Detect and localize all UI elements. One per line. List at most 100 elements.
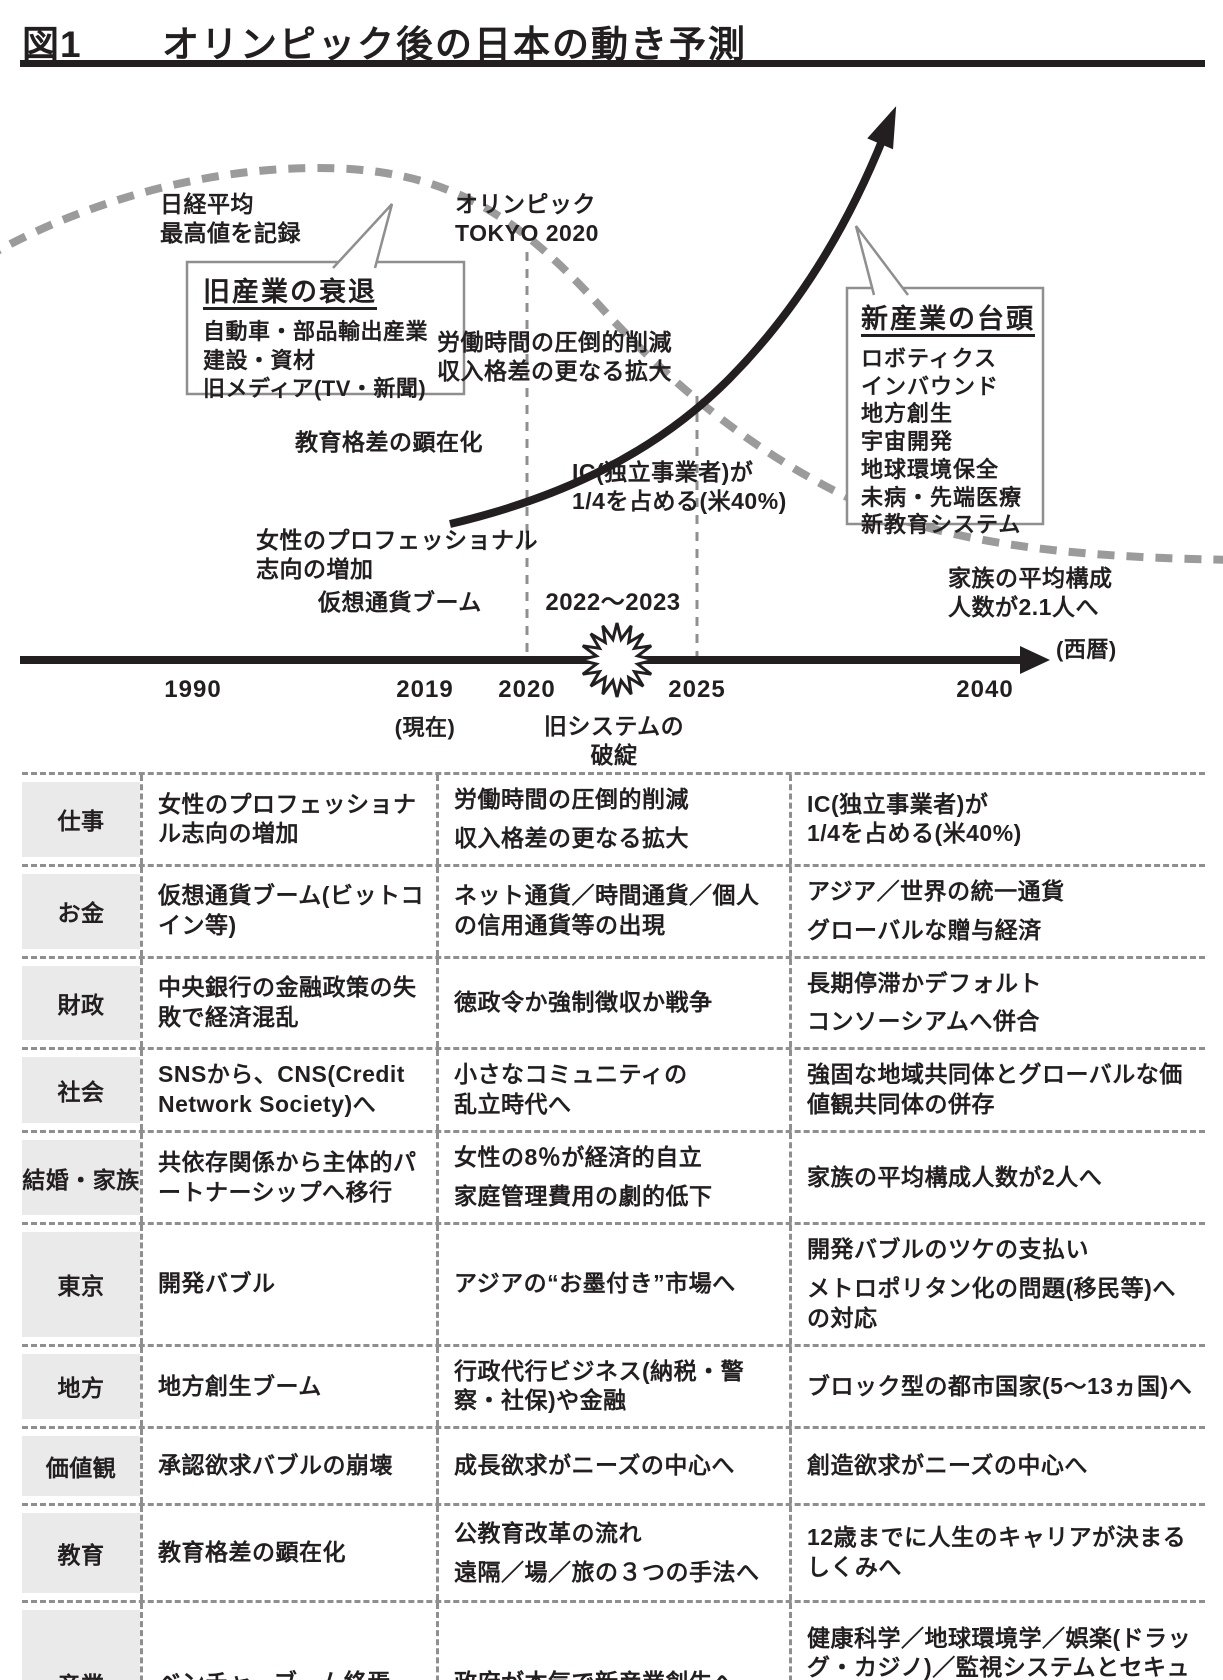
table-cell: アジアの“お墨付き”市場へ — [436, 1224, 789, 1344]
table-cell: 女性のプロフェッショナル志向の増加 — [140, 775, 436, 864]
old-industry-callout-title: 旧産業の衰退 — [203, 277, 377, 307]
cell-item: 女性のプロフェッショナル志向の増加 — [158, 790, 417, 847]
row-label: 産業 — [22, 1610, 140, 1680]
table-cell: 12歳までに人生のキャリアが決まるしくみへ — [789, 1506, 1205, 1601]
box-item: 旧メディア(TV・新聞) — [203, 376, 427, 402]
table-cell: ブロック型の都市国家(5〜13ヵ国)へ — [789, 1346, 1205, 1427]
row-label: 社会 — [22, 1057, 140, 1124]
annotation-crash-period: 2022〜2023 — [545, 589, 681, 616]
cell-item: ブロック型の都市国家(5〜13ヵ国)へ — [807, 1372, 1193, 1399]
cell-item: 地方創生ブーム — [158, 1372, 322, 1399]
annotation-education-gap: 教育格差の顕在化 — [295, 429, 483, 455]
new-industry-callout: 新産業の台頭 ロボティクスインバウンド地方創生宇宙開発地球環境保全未病・先端医療… — [861, 297, 1036, 539]
axis-year-label: 2019 — [396, 676, 454, 703]
box-item: 地球環境保全 — [861, 456, 1000, 482]
row-label: 地方 — [22, 1353, 140, 1420]
table-cell: 開発バブル — [140, 1224, 436, 1344]
old-industry-declining-curve — [0, 163, 1223, 564]
cell-item: 仮想通貨ブーム(ビットコイン等) — [158, 882, 424, 939]
cell-item: 成長欲求がニーズの中心へ — [454, 1452, 735, 1479]
table-row: 産業ベンチャーブーム終焉政府が本気で新産業創生へ健康科学／地球環境学／娯楽(ドラ… — [22, 1600, 1205, 1680]
row-label: 教育 — [22, 1513, 140, 1594]
annotation-now: (現在) — [394, 715, 456, 740]
table-row: 結婚・家族共依存関係から主体的パートナーシップへ移行女性の8％が経済的自立家庭管… — [22, 1130, 1205, 1222]
annotation-old-system-crash: 旧システムの 破綻 — [543, 713, 685, 768]
table-cell: 開発バブルのツケの支払いメトロポリタン化の問題(移民等)への対応 — [789, 1224, 1205, 1344]
new-industry-callout-tail — [854, 225, 909, 296]
cell-item: ベンチャーブーム終焉 — [158, 1668, 428, 1680]
table-cell: 徳政令か強制徴収か戦争 — [436, 958, 789, 1048]
table-cell: 小さなコミュニティの 乱立時代へ — [436, 1050, 789, 1131]
cell-item: 収入格差の更なる拡大 — [454, 824, 689, 851]
annotation-labor-income: 労働時間の圧倒的削減 収入格差の更なる拡大 — [437, 329, 672, 384]
cell-item: 家族の平均構成人数が2人へ — [807, 1163, 1103, 1190]
table-cell: 強固な地域共同体とグローバルな価値観共同体の併存 — [789, 1050, 1205, 1131]
cell-item: 公教育改革の流れ — [454, 1519, 642, 1546]
table-cell: SNSから、CNS(Credit Network Society)へ — [140, 1050, 436, 1131]
axis-year-label: 2025 — [668, 676, 726, 703]
table-cell: 政府が本気で新産業創生へ — [436, 1603, 789, 1680]
cell-item: グローバルな贈与経済 — [807, 916, 1042, 943]
annotation-crypto-boom: 仮想通貨ブーム — [318, 589, 482, 615]
new-industry-callout-items: ロボティクスインバウンド地方創生宇宙開発地球環境保全未病・先端医療新教育システム — [861, 345, 1036, 539]
table-cell: 健康科学／地球環境学／娯楽(ドラッグ・カジノ)／監視システムとセキュリティ・保険… — [789, 1603, 1205, 1680]
box-item: インバウンド — [861, 373, 1000, 399]
table-cell: 女性の8％が経済的自立家庭管理費用の劇的低下 — [436, 1133, 789, 1222]
old-industry-callout-items: 自動車・部品輸出産業建設・資材旧メディア(TV・新聞) — [203, 318, 453, 404]
cell-item: 女性の8％が経済的自立 — [454, 1144, 703, 1171]
figure-number: 図1 — [22, 24, 82, 65]
table-cell: 仮想通貨ブーム(ビットコイン等) — [140, 866, 436, 956]
table-cell: 地方創生ブーム — [140, 1346, 436, 1427]
cell-item: 家庭管理費用の劇的低下 — [454, 1183, 713, 1210]
cell-item: 徳政令か強制徴収か戦争 — [454, 989, 713, 1015]
cell-item: アジア／世界の統一通貨 — [807, 877, 1065, 904]
table-cell: アジア／世界の統一通貨グローバルな贈与経済 — [789, 866, 1205, 956]
new-industry-callout-box — [845, 286, 1045, 526]
table-cell: 公教育改革の流れ遠隔／場／旅の３つの手法へ — [436, 1506, 789, 1601]
cell-item: 12歳までに人生のキャリアが決まるしくみへ — [807, 1524, 1187, 1581]
axis-year-label: 2040 — [956, 676, 1014, 703]
table-row: お金仮想通貨ブーム(ビットコイン等)ネット通貨／時間通貨／個人の信用通貨等の出現… — [22, 863, 1205, 956]
cell-item: 小さなコミュニティの 乱立時代へ — [454, 1061, 688, 1118]
cell-item: 強固な地域共同体とグローバルな価値観共同体の併存 — [807, 1061, 1183, 1118]
timeline-arrowhead-icon — [1020, 646, 1050, 674]
annotation-era-label: (西暦) — [1056, 637, 1117, 662]
crash-starburst-icon — [579, 622, 655, 698]
figure-title: オリンピック後の日本の動き予測 — [162, 24, 747, 65]
cell-item: 労働時間の圧倒的削減 — [454, 786, 689, 812]
box-item: 地方創生 — [861, 401, 954, 427]
cell-item: IC(独立事業者)が 1/4を占める(米40%) — [807, 790, 1022, 847]
table-row: 地方地方創生ブーム 行政代行ビジネス(納税・警察・社保)や金融 ブロック型の都市国家… — [22, 1343, 1205, 1427]
cell-item: 行政代行ビジネス(納税・警察・社保)や金融 — [454, 1357, 745, 1414]
box-item: ロボティクス — [861, 346, 998, 371]
cell-item: 健康科学／地球環境学／娯楽(ドラッグ・カジノ)／監視システムとセキュリティ・保険… — [807, 1624, 1192, 1680]
annotation-olympic-tokyo2020: オリンピック TOKYO 2020 — [455, 191, 599, 246]
table-row: 価値観承認欲求バブルの崩壊成長欲求がニーズの中心へ創造欲求がニーズの中心へ — [22, 1426, 1205, 1504]
cell-item: 中央銀行の金融政策の失敗で経済混乱 — [158, 974, 417, 1030]
cell-item: 創造欲求がニーズの中心へ — [807, 1452, 1088, 1479]
table-cell: 長期停滞かデフォルトコンソーシアムへ併合 — [789, 958, 1205, 1048]
table-row: 東京開発バブルアジアの“お墨付き”市場へ開発バブルのツケの支払いメトロポリタン化… — [22, 1221, 1205, 1344]
cell-item: 承認欲求バブルの崩壊 — [158, 1452, 393, 1479]
table-cell: 承認欲求バブルの崩壊 — [140, 1429, 436, 1504]
box-item: 新教育システム — [861, 512, 1022, 538]
annotation-nikkei-peak: 日経平均 最高値を記録 — [160, 191, 301, 246]
table-cell: 労働時間の圧倒的削減収入格差の更なる拡大 — [436, 775, 789, 864]
row-label: 財政 — [22, 965, 140, 1041]
table-cell: 成長欲求がニーズの中心へ — [436, 1429, 789, 1504]
table-cell: ネット通貨／時間通貨／個人の信用通貨等の出現 — [436, 866, 789, 956]
cell-item: 開発バブル — [158, 1270, 276, 1297]
annotation-family-size: 家族の平均構成 人数が2.1人へ — [948, 565, 1113, 620]
table-cell: 中央銀行の金融政策の失敗で経済混乱 — [140, 958, 436, 1048]
old-industry-callout-tail — [332, 203, 394, 269]
new-industry-rising-curve — [449, 134, 888, 528]
cell-item: ネット通貨／時間通貨／個人の信用通貨等の出現 — [454, 882, 760, 939]
box-item: 自動車・部品輸出産業 — [203, 319, 429, 344]
box-item: 建設・資材 — [203, 347, 316, 373]
box-item: 宇宙開発 — [861, 429, 954, 455]
box-item: 未病・先端医療 — [861, 484, 1023, 510]
